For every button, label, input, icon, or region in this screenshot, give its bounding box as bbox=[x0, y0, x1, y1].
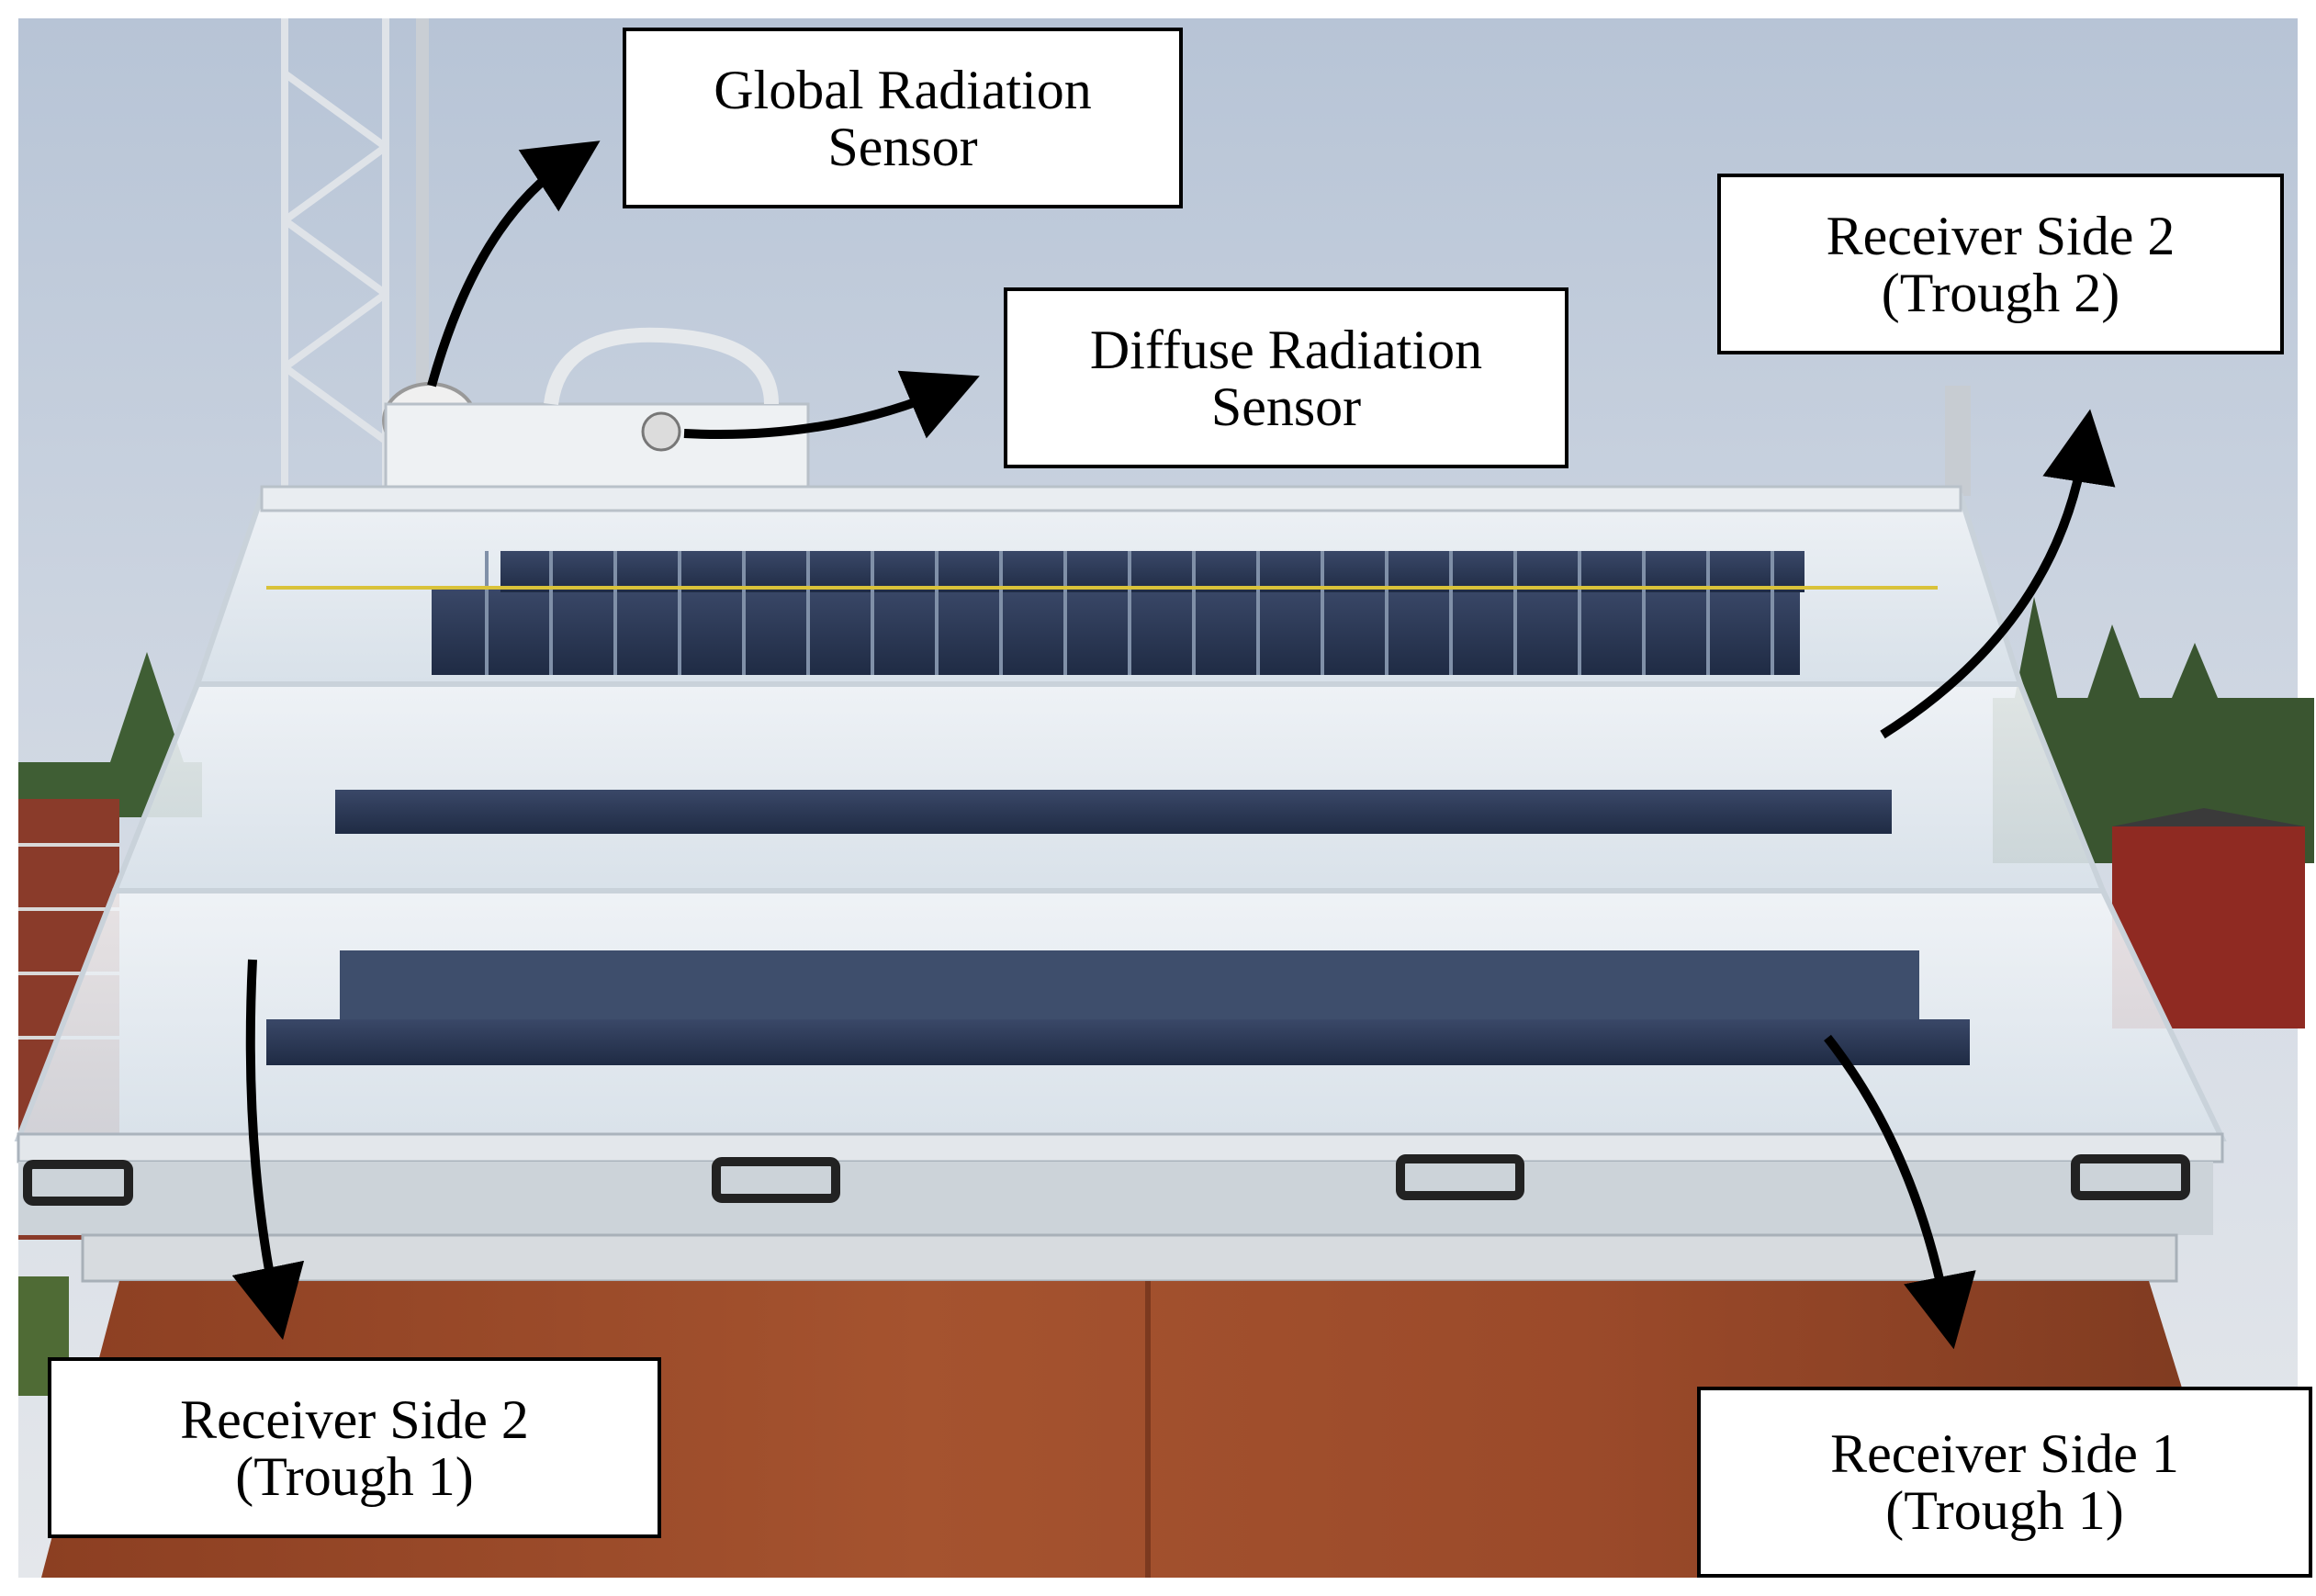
label-global-radiation-sensor: Global Radiation Sensor bbox=[623, 28, 1183, 208]
label-line: Sensor bbox=[827, 116, 978, 177]
label-line: Sensor bbox=[1210, 376, 1362, 437]
arrow-global-sensor bbox=[427, 140, 601, 388]
pv-cell-gaps bbox=[485, 551, 1774, 675]
arrow-diffuse-sensor bbox=[683, 370, 980, 439]
collector-bottom-rail bbox=[17, 1132, 2224, 1163]
receiver-trough2 bbox=[335, 790, 1892, 834]
collector-base bbox=[18, 1162, 2213, 1235]
base-rail bbox=[81, 1233, 2178, 1283]
sensor-bracket bbox=[384, 402, 810, 489]
collector-middle bbox=[110, 681, 2108, 894]
label-line: Global Radiation bbox=[714, 59, 1092, 120]
reflector-trough1 bbox=[340, 950, 1919, 1024]
label-line: Receiver Side 2 bbox=[180, 1388, 529, 1450]
label-diffuse-radiation-sensor: Diffuse Radiation Sensor bbox=[1004, 287, 1568, 468]
pv-cells-upper bbox=[432, 551, 1804, 675]
label-receiver-side1-trough1: Receiver Side 1 (Trough 1) bbox=[1697, 1387, 2312, 1578]
label-line: (Trough 2) bbox=[1881, 262, 2120, 323]
label-receiver-side2-trough1: Receiver Side 2 (Trough 1) bbox=[48, 1357, 661, 1538]
label-receiver-side2-trough2: Receiver Side 2 (Trough 2) bbox=[1717, 174, 2284, 354]
right-building bbox=[2112, 826, 2305, 1028]
arrow-receiver-side1-trough1 bbox=[1824, 1034, 1976, 1350]
arrow-receiver-side2-trough2 bbox=[1880, 409, 2116, 739]
handles bbox=[23, 1154, 2190, 1206]
label-line: Receiver Side 2 bbox=[1826, 205, 2175, 266]
receiver-trough1 bbox=[266, 1019, 1970, 1065]
label-line: Diffuse Radiation bbox=[1089, 319, 1483, 380]
label-line: (Trough 1) bbox=[235, 1445, 474, 1507]
label-line: (Trough 1) bbox=[1885, 1480, 2124, 1541]
label-line: Receiver Side 1 bbox=[1830, 1423, 2179, 1484]
shadow-ring bbox=[544, 327, 779, 406]
collector-top-rail bbox=[260, 485, 1962, 512]
diffuse-sensor-device bbox=[641, 411, 681, 452]
arrow-receiver-side2-trough1 bbox=[231, 959, 305, 1341]
callout-arrows bbox=[231, 140, 2116, 1350]
pipe-right bbox=[1945, 386, 1971, 496]
